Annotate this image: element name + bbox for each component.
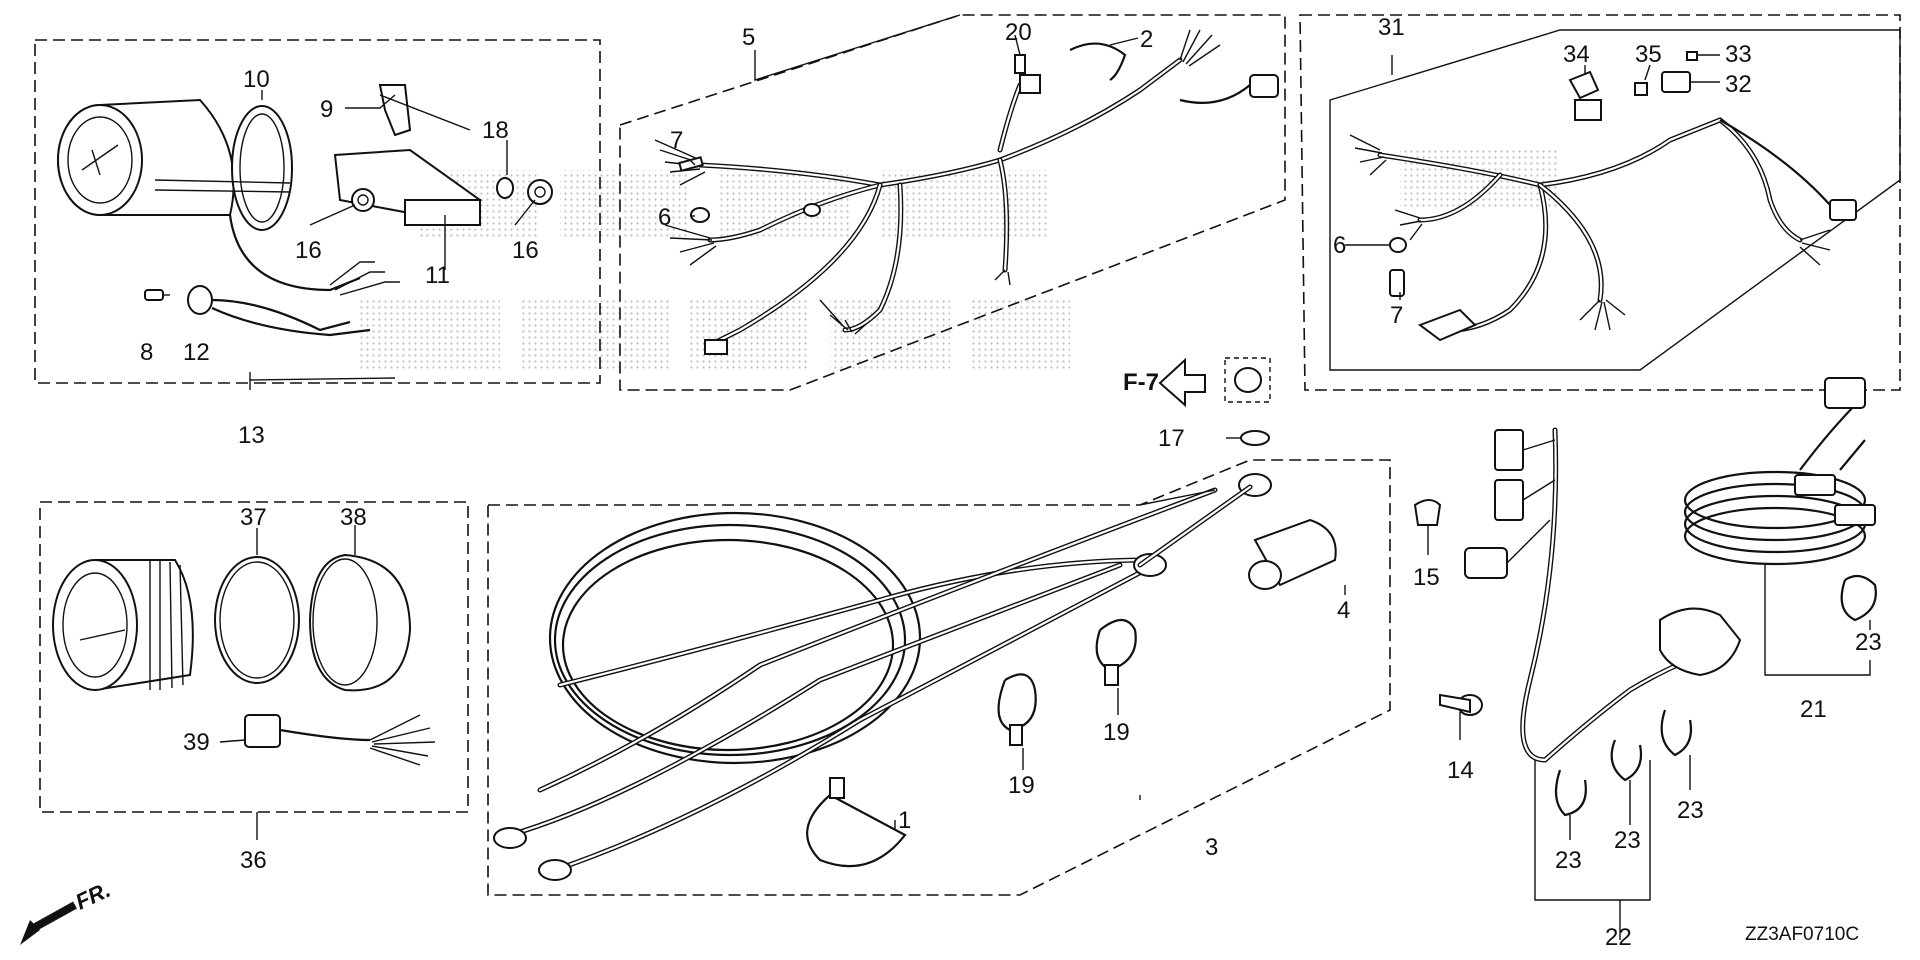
callout-23b: 23 <box>1614 827 1641 854</box>
clamp-2 <box>1069 42 1127 81</box>
connector-39 <box>244 714 436 766</box>
meter-gauge <box>57 98 293 231</box>
callout-7a: 7 <box>670 127 683 154</box>
grommet-top <box>1234 367 1262 393</box>
pin-7b <box>1389 269 1405 297</box>
callout-23d: 23 <box>1855 629 1882 656</box>
callout-7b: 7 <box>1390 302 1403 329</box>
leader-lines <box>219 14 1871 840</box>
callout-33: 33 <box>1725 41 1752 68</box>
callout-31: 31 <box>1378 14 1405 41</box>
main-harness <box>654 29 1279 355</box>
callout-37: 37 <box>240 504 267 531</box>
clip-23d <box>1840 574 1877 622</box>
callout-20: 20 <box>1005 19 1032 46</box>
battery-cable <box>493 473 1272 881</box>
callout-38: 38 <box>340 504 367 531</box>
group-5 <box>619 14 1286 391</box>
callout-19a: 19 <box>1008 772 1035 799</box>
bulb-socket <box>187 285 371 337</box>
callout-5: 5 <box>742 24 755 51</box>
callout-23a: 23 <box>1555 847 1582 874</box>
callout-39: 39 <box>183 729 210 756</box>
clip-23c <box>1660 709 1693 757</box>
group-13 <box>34 39 601 384</box>
front-marker: FR. <box>72 877 115 915</box>
clip-19a <box>997 673 1037 732</box>
callout-8: 8 <box>140 339 153 366</box>
clip-23a <box>1554 769 1587 817</box>
drawing-code: ZZ3AF0710C <box>1745 924 1859 945</box>
cap-6a <box>690 207 710 223</box>
washer-18 <box>496 177 514 199</box>
bulb <box>144 289 170 301</box>
callout-23c: 23 <box>1677 797 1704 824</box>
sub-harness <box>1349 99 1857 342</box>
callout-19b: 19 <box>1103 719 1130 746</box>
bolt-14 <box>1439 693 1483 716</box>
callout-14: 14 <box>1447 757 1474 784</box>
callout-2: 2 <box>1140 26 1153 53</box>
relay-32 <box>1661 71 1691 93</box>
group-31 <box>1299 14 1901 391</box>
terminal-cover <box>1248 518 1337 590</box>
grommet-15 <box>1413 499 1442 526</box>
trim-meter <box>52 559 194 692</box>
watermark <box>360 150 1560 370</box>
cable-band <box>806 794 907 868</box>
o-ring-37 <box>214 556 300 684</box>
callout-32: 32 <box>1725 71 1752 98</box>
callout-34: 34 <box>1563 41 1590 68</box>
fuse-35 <box>1634 82 1648 96</box>
callout-1: 1 <box>898 807 911 834</box>
callout-3: 3 <box>1205 834 1218 861</box>
washer-17 <box>1240 430 1270 446</box>
group-36 <box>39 501 469 813</box>
callout-11: 11 <box>425 262 450 289</box>
callout-15: 15 <box>1413 564 1440 591</box>
figure-ref-label: F-7 <box>1123 369 1159 396</box>
nut-16a <box>351 188 375 212</box>
callout-18: 18 <box>482 117 509 144</box>
callout-16a: 16 <box>295 237 322 264</box>
cap-6b <box>1389 237 1407 253</box>
callout-12: 12 <box>183 339 210 366</box>
front-arrow: FR. <box>20 877 114 945</box>
group-21 <box>1683 377 1877 676</box>
callout-17: 17 <box>1158 425 1185 452</box>
callout-21: 21 <box>1800 696 1827 723</box>
callout-36: 36 <box>240 847 267 874</box>
nut-16b <box>527 179 553 205</box>
callout-13: 13 <box>238 422 265 449</box>
callout-16b: 16 <box>512 237 539 264</box>
extension-harness <box>1464 427 1742 763</box>
callout-4: 4 <box>1337 597 1350 624</box>
callout-9: 9 <box>320 96 333 123</box>
callouts: 10 9 18 16 11 16 8 12 13 5 20 2 7 6 31 3… <box>140 14 1882 951</box>
clip-34 <box>1568 70 1600 100</box>
group-22 <box>1464 427 1742 940</box>
group-3 <box>487 459 1391 896</box>
clip-23b <box>1610 739 1643 782</box>
coil-harness <box>1683 377 1876 566</box>
bezel-38 <box>308 553 412 692</box>
callout-6b: 6 <box>1333 232 1346 259</box>
callout-6a: 6 <box>658 204 671 231</box>
callout-22: 22 <box>1605 924 1632 951</box>
clip-19b <box>1095 618 1137 672</box>
fuse-33 <box>1686 51 1698 61</box>
meter-bracket <box>378 84 412 137</box>
callout-10: 10 <box>243 66 270 93</box>
callout-35: 35 <box>1635 41 1662 68</box>
figure-ref <box>1158 357 1271 446</box>
